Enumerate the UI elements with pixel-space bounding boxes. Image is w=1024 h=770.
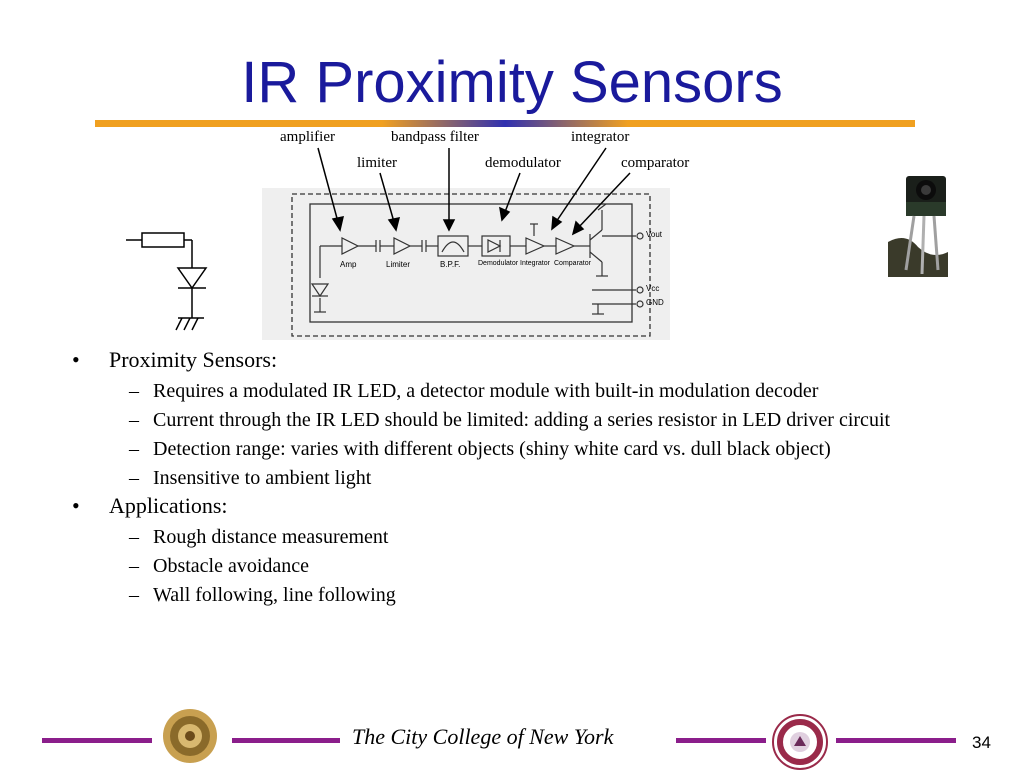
- callout-comparator: comparator: [621, 155, 690, 171]
- footer-rule-left: [42, 738, 152, 743]
- footer-rule-right: [836, 738, 956, 743]
- title-underline: [95, 120, 915, 127]
- bullet-list: • Proximity Sensors: – Requires a modula…: [72, 344, 992, 607]
- bullet-item: • Proximity Sensors:: [72, 346, 992, 374]
- sub-bullet-item: – Detection range: varies with different…: [72, 437, 992, 461]
- dash-marker: –: [129, 438, 139, 460]
- callout-demodulator: demodulator: [485, 155, 561, 171]
- bullet-text: Proximity Sensors:: [109, 347, 278, 372]
- block-label-demodulator: Demodulator: [478, 260, 519, 267]
- bullet-marker: •: [72, 347, 80, 372]
- sub-bullet-item: – Obstacle avoidance: [72, 554, 992, 578]
- footer-rule-mid-left: [232, 738, 340, 743]
- sub-bullet-item: – Requires a modulated IR LED, a detecto…: [72, 379, 992, 403]
- dash-marker: –: [129, 584, 139, 606]
- block-label-integrator: Integrator: [520, 260, 550, 267]
- callout-bandpass-filter: bandpass filter: [391, 129, 479, 145]
- callout-amplifier: amplifier: [280, 129, 335, 145]
- ir-sensor-photo: [888, 172, 948, 277]
- dash-marker: –: [129, 467, 139, 489]
- footer-rule-mid-right: [676, 738, 766, 743]
- pin-label-vout: Vout: [646, 230, 663, 239]
- page-number: 34: [972, 733, 991, 752]
- bullet-text: Applications:: [109, 493, 228, 518]
- dash-marker: –: [129, 555, 139, 577]
- led-driver-circuit: [126, 232, 208, 331]
- block-label-amp: Amp: [340, 260, 357, 269]
- sub-bullet-text: Wall following, line following: [153, 584, 396, 606]
- pin-label-vcc: Vcc: [646, 284, 660, 293]
- dash-marker: –: [129, 380, 139, 402]
- sub-bullet-item: – Insensitive to ambient light: [72, 466, 992, 490]
- sub-bullet-item: – Current through the IR LED should be l…: [72, 408, 992, 432]
- bullet-item: • Applications:: [72, 492, 992, 520]
- footer-institution: The City College of New York: [352, 724, 614, 749]
- block-label-comparator: Comparator: [554, 260, 591, 267]
- sub-bullet-text: Insensitive to ambient light: [153, 467, 372, 489]
- sub-bullet-text: Requires a modulated IR LED, a detector …: [153, 380, 819, 402]
- block-label-limiter: Limiter: [386, 260, 411, 269]
- sub-bullet-text: Detection range: varies with different o…: [153, 438, 831, 460]
- slide-title: IR Proximity Sensors: [241, 50, 783, 115]
- bullet-marker: •: [72, 493, 80, 518]
- sub-bullet-text: Rough distance measurement: [153, 526, 389, 548]
- dash-marker: –: [129, 409, 139, 431]
- block-label-bpf: B.P.F.: [440, 260, 461, 269]
- sub-bullet-item: – Rough distance measurement: [72, 525, 992, 549]
- robotics-lab-logo: [772, 714, 828, 770]
- callout-limiter: limiter: [357, 155, 397, 171]
- callout-integrator: integrator: [571, 129, 630, 145]
- college-seal-logo: [163, 709, 217, 763]
- dash-marker: –: [129, 526, 139, 548]
- sub-bullet-item: – Wall following, line following: [72, 583, 992, 607]
- callout-arrows: [317, 147, 631, 236]
- detector-block-diagram: Amp Limiter B.P.F. Demodulator Integrato…: [262, 188, 670, 340]
- sub-bullet-text: Obstacle avoidance: [153, 555, 310, 577]
- pin-label-gnd: GND: [646, 298, 664, 307]
- sub-bullet-text: Current through the IR LED should be lim…: [153, 409, 891, 431]
